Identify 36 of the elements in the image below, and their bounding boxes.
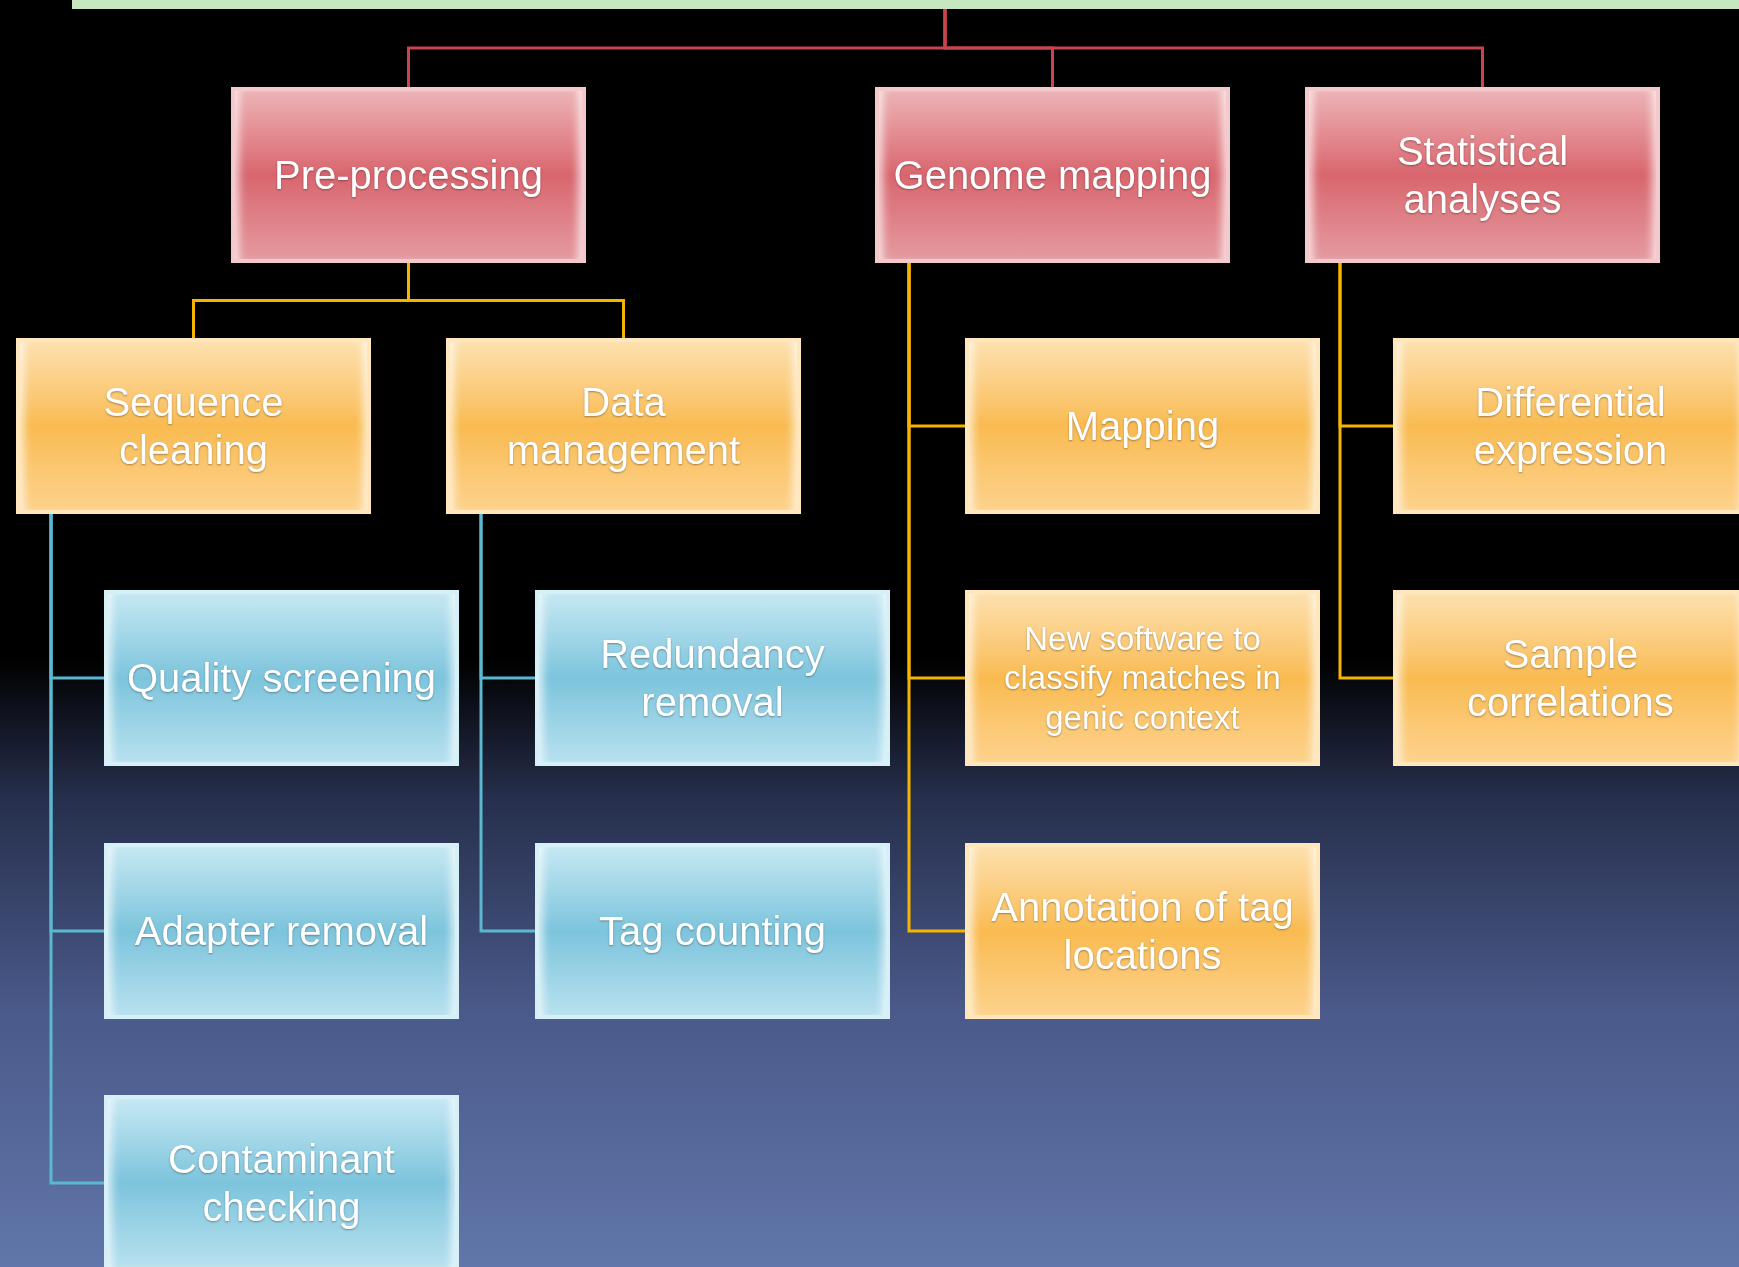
process-box (104, 843, 459, 1019)
process-box (875, 87, 1230, 263)
process-box (1393, 590, 1739, 766)
process-box (965, 338, 1320, 514)
box-label: Differential expression (1472, 379, 1669, 474)
box-label: Sequence cleaning (102, 379, 285, 474)
box-label: Annotation of tag locations (990, 884, 1295, 979)
connector-line (907, 263, 965, 933)
connector-line (49, 514, 104, 1185)
box-label: Data management (505, 379, 742, 474)
process-box (446, 338, 801, 514)
process-box (231, 87, 586, 263)
box-label: Sample correlations (1466, 631, 1675, 726)
box-label: Statistical analyses (1395, 128, 1570, 223)
box-label: Mapping (1065, 403, 1220, 450)
process-box (1305, 87, 1660, 263)
process-box (965, 843, 1320, 1019)
process-box (16, 338, 371, 514)
process-box (1393, 338, 1739, 514)
box-label: Redundancy removal (599, 631, 826, 726)
process-box (104, 590, 459, 766)
process-box (535, 843, 890, 1019)
box-label: Tag counting (599, 908, 826, 955)
process-box (104, 1095, 459, 1267)
connector-line (407, 263, 625, 338)
process-box (965, 590, 1320, 766)
box-label: Genome mapping (893, 152, 1212, 199)
connector-line (1338, 263, 1393, 680)
box-label: Adapter removal (134, 908, 429, 955)
connector-line (479, 514, 535, 933)
box-label: Contaminant checking (167, 1136, 396, 1231)
process-box (535, 590, 890, 766)
connector-line (943, 9, 1484, 87)
box-label: New software to classify matches in genic context (1003, 618, 1282, 738)
box-label: Quality screening (126, 655, 436, 702)
box-label: Pre-processing (274, 152, 543, 199)
